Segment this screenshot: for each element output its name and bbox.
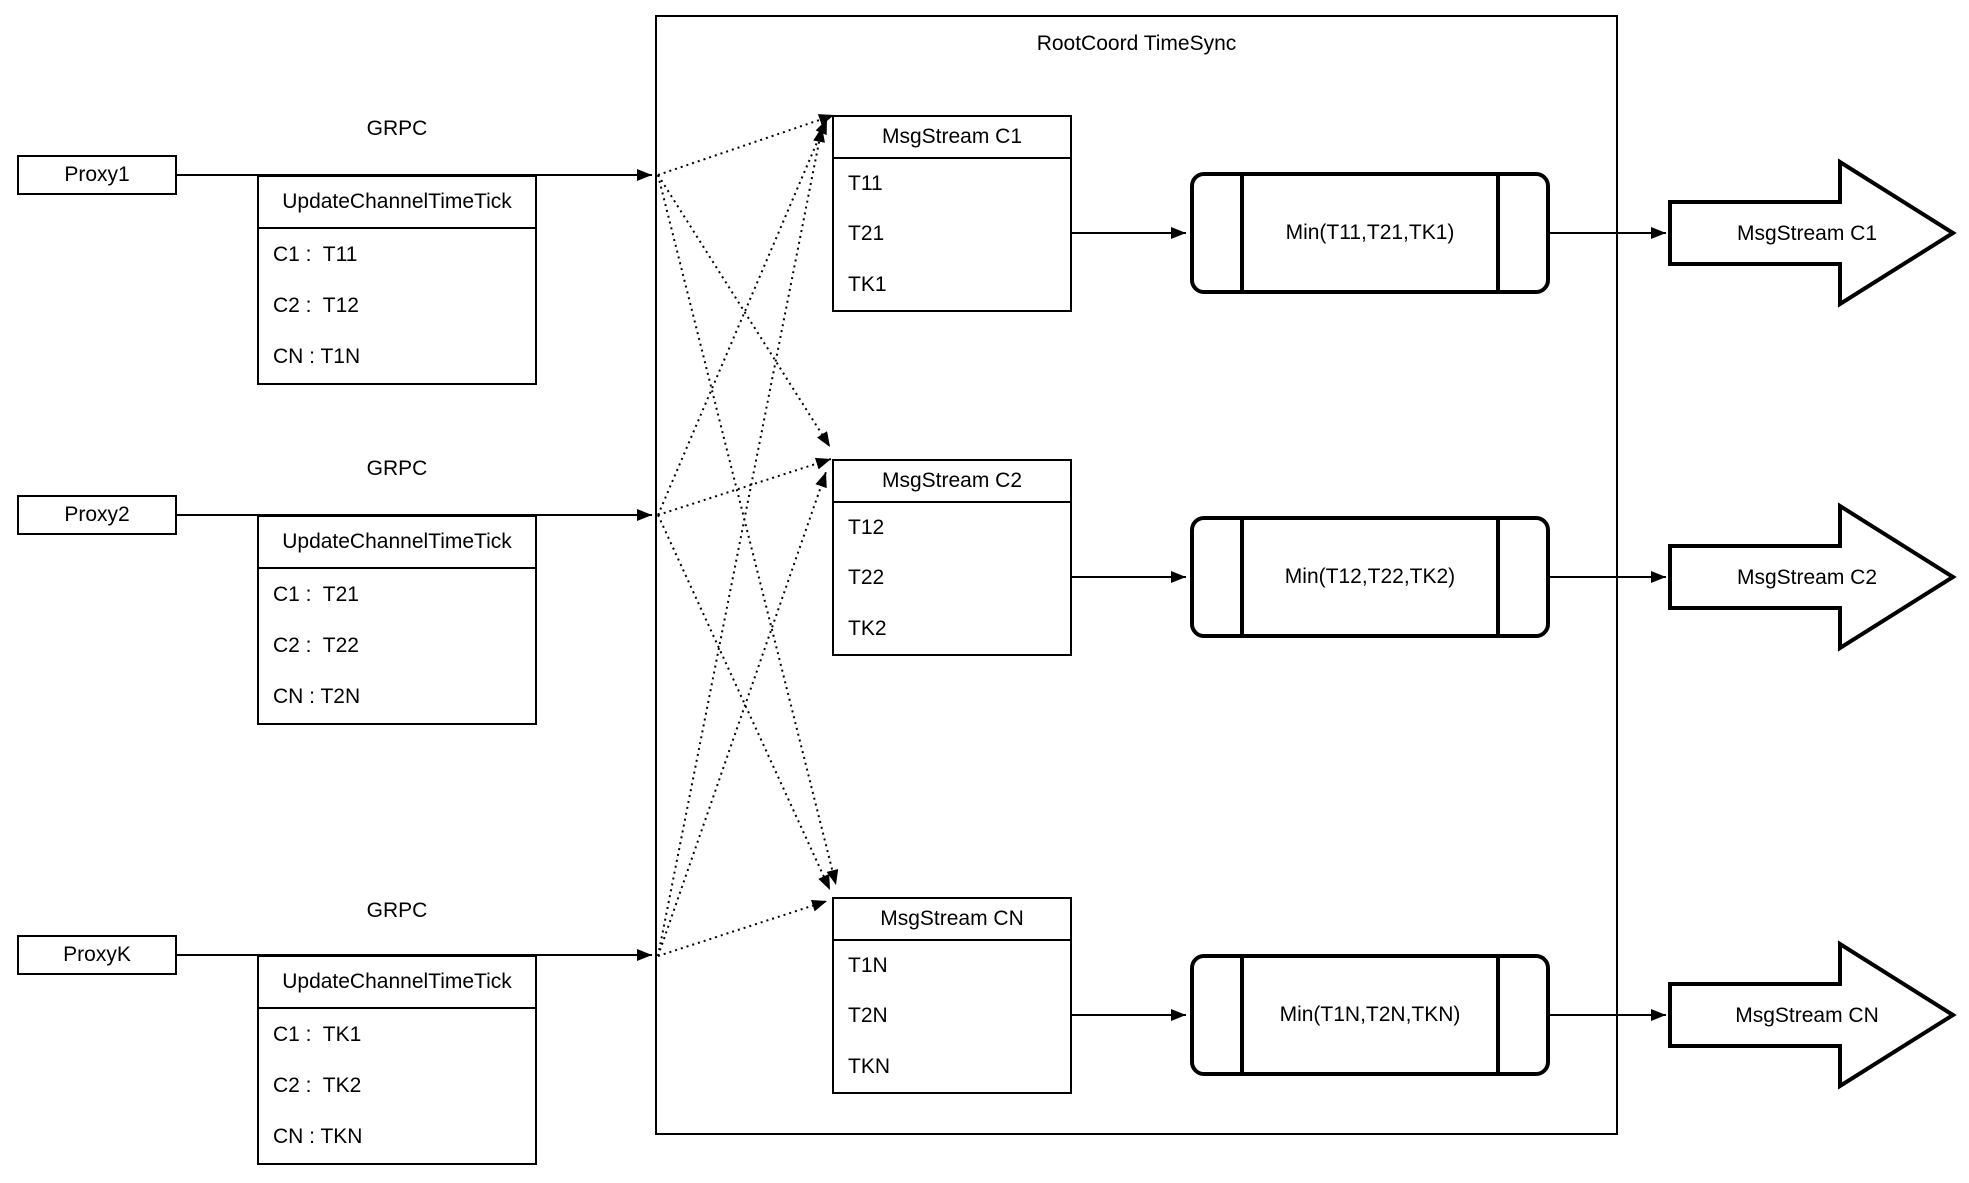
msgstream-c2-output-label: MsgStream C2 [1737,566,1877,589]
proxy2-table-header: UpdateChannelTimeTick [259,517,535,569]
table-row: CN : T1N [273,345,361,369]
table-row: C1 : T11 [273,242,358,266]
proxy1-grpc-label: GRPC [366,117,428,140]
min-cn-label: Min(T1N,T2N,TKN) [1279,1003,1461,1026]
min-box-right-divider [1496,176,1500,290]
msgstream-cn-output-label: MsgStream CN [1735,1004,1879,1027]
min-c1-label: Min(T11,T21,TK1) [1285,221,1455,244]
proxyk-timetick-table: UpdateChannelTimeTick C1 : TK1 C2 : TK2 … [257,955,537,1165]
table-row: T12 [848,516,885,540]
proxy2-timetick-table: UpdateChannelTimeTick C1 : T21 C2 : T22 … [257,515,537,725]
msgstream-c1-output-label: MsgStream C1 [1737,222,1877,245]
msgstream-c2-table: MsgStream C2 T12 T22 TK2 [832,459,1072,656]
proxyk-box: ProxyK [17,935,177,975]
msgstream-c1-output-arrow: MsgStream C1 [1668,158,1957,308]
proxy1-timetick-table: UpdateChannelTimeTick C1 : T11 C2 : T12 … [257,175,537,385]
msgstream-cn-output-arrow: MsgStream CN [1668,940,1957,1090]
table-row: TK2 [848,616,887,640]
min-box-left-divider [1240,176,1244,290]
table-row: C1 : T21 [273,582,359,606]
table-row: T1N [848,954,888,978]
table-row: C2 : T12 [273,293,359,317]
proxy2-label: Proxy2 [64,503,130,526]
dotted-proxyk-to-c2 [657,471,827,957]
proxy2-box: Proxy2 [17,495,177,535]
table-row: T21 [848,222,885,246]
proxy2-grpc-label: GRPC [366,457,428,480]
dotted-proxy1-to-c1 [657,114,835,176]
table-row: TKN [848,1054,890,1078]
rootcoord-timesync-box [655,15,1618,1135]
proxyk-label: ProxyK [63,943,131,966]
dotted-proxy2-to-cn [657,514,831,891]
msgstream-cn-header: MsgStream CN [834,899,1070,941]
msgstream-c1-header: MsgStream C1 [834,117,1070,159]
proxyk-table-header: UpdateChannelTimeTick [259,957,535,1009]
min-c2-box: Min(T12,T22,TK2) [1190,516,1550,638]
table-row: C2 : TK2 [273,1073,362,1097]
min-box-left-divider [1240,958,1244,1072]
min-c1-box: Min(T11,T21,TK1) [1190,172,1550,294]
table-row: T2N [848,1004,888,1028]
min-c2-label: Min(T12,T22,TK2) [1284,565,1456,588]
msgstream-c2-output-arrow: MsgStream C2 [1668,502,1957,652]
min-box-right-divider [1496,520,1500,634]
dotted-proxy1-to-cn [657,174,839,886]
msgstream-cn-table: MsgStream CN T1N T2N TKN [832,897,1072,1094]
table-row: CN : T2N [273,685,361,709]
table-row: C2 : T22 [273,633,359,657]
rootcoord-timesync-title: RootCoord TimeSync [1036,32,1237,55]
min-box-left-divider [1240,520,1244,634]
table-row: T22 [848,566,885,590]
proxy1-table-header: UpdateChannelTimeTick [259,177,535,229]
proxyk-grpc-label: GRPC [366,899,428,922]
msgstream-c2-header: MsgStream C2 [834,461,1070,503]
dotted-proxy2-to-c2 [657,457,832,516]
table-row: C1 : TK1 [273,1022,362,1046]
proxy1-box: Proxy1 [17,155,177,195]
min-cn-box: Min(T1N,T2N,TKN) [1190,954,1550,1076]
msgstream-c1-table: MsgStream C1 T11 T21 TK1 [832,115,1072,312]
table-row: TK1 [848,272,887,296]
min-box-right-divider [1496,958,1500,1072]
proxy1-label: Proxy1 [64,163,130,186]
table-row: T11 [848,172,883,196]
table-row: CN : TKN [273,1125,363,1149]
